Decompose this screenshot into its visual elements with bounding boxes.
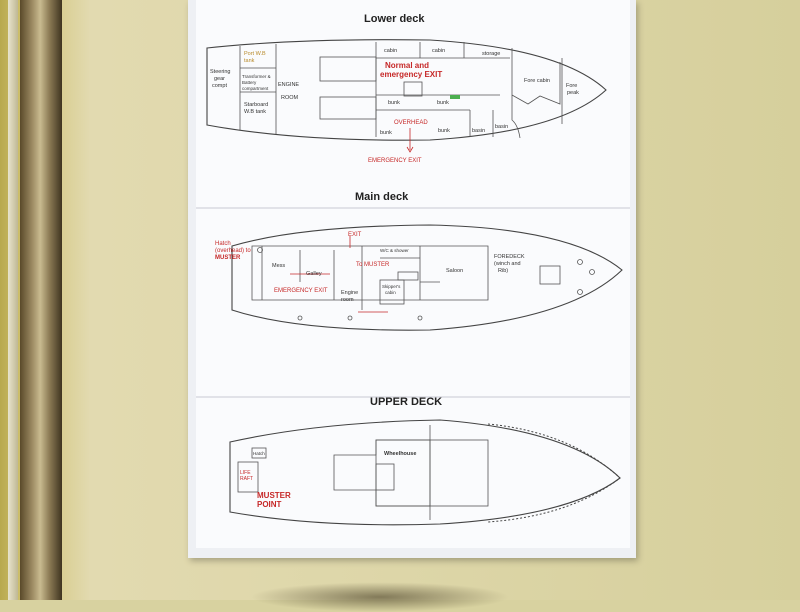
sheet-fold-2 <box>196 396 630 398</box>
lower-fore-peak-label-1: Fore <box>566 83 577 89</box>
lower-exit-label-1: Normal and <box>385 61 429 70</box>
lower-fore-peak-label-2: peak <box>567 90 579 96</box>
main-deck-plan: Main deck Hatch (overhead) to MUSTER EXI… <box>215 191 623 331</box>
lower-emergency-exit-label: EMERGENCY EXIT <box>368 158 422 164</box>
main-deck-hull <box>231 224 623 331</box>
lower-bunk-3-label: bunk <box>380 130 392 136</box>
lower-transformer-label-1: Transformer & <box>242 74 271 79</box>
upper-life-raft-label-1: LIFE <box>240 470 251 476</box>
main-foredeck-label-3: Rib) <box>498 268 508 274</box>
lower-transformer-label-2: Battery <box>242 80 257 85</box>
lower-deck-plan: Lower deck Steering gear compt Port W.B … <box>206 13 607 164</box>
upper-hatch-label: Hatch <box>253 451 265 456</box>
lower-bunk-2-label: bunk <box>437 100 449 106</box>
lower-exit-label-2: emergency EXIT <box>380 70 442 79</box>
lower-storage-label: storage <box>482 51 500 57</box>
lower-steering-label-1: Steering <box>210 69 231 75</box>
main-mess-label: Mess <box>272 263 285 269</box>
deck-plan-sheet <box>196 0 630 548</box>
lower-port-wb-label-1: Port W.B <box>244 51 266 57</box>
lower-bunk-1-label: bunk <box>388 100 400 106</box>
lower-deck-hull <box>206 39 607 141</box>
lower-starboard-wb-label-2: W.B tank <box>244 109 266 115</box>
upper-deck-title: UPPER DECK <box>370 396 442 408</box>
main-hatch-label-2: (overhead) to <box>215 248 251 254</box>
main-engine-room-label-2: room <box>341 297 354 303</box>
main-skippers-cabin-label-1: Skipper's <box>382 284 401 289</box>
lower-bunk-4-label: bunk <box>438 128 450 134</box>
main-exit-label: EXIT <box>348 232 362 238</box>
lower-steering-label-2: gear <box>214 76 225 82</box>
main-skippers-cabin-label-2: cabin <box>385 290 396 295</box>
main-engine-room-label-1: Engine <box>341 290 358 296</box>
lower-cabin-1-label: cabin <box>384 48 397 54</box>
main-foredeck-label-2: (winch and <box>494 261 521 267</box>
upper-wheelhouse-label: Wheelhouse <box>384 451 416 457</box>
lower-overhead-label: OVERHEAD <box>394 120 428 126</box>
lower-starboard-wb-label-1: Starboard <box>244 102 268 108</box>
lower-transformer-label-3: compartment <box>242 86 269 91</box>
lower-room-label: ROOM <box>281 95 299 101</box>
lower-steering-label-3: compt <box>212 83 227 89</box>
metal-conduit <box>20 0 62 600</box>
main-wc-shower-label: W/C & shower <box>380 248 409 253</box>
lower-fore-cabin-label: Fore cabin <box>524 78 550 84</box>
upper-deck-hull <box>229 419 621 526</box>
upper-muster-point-label-1: MUSTER <box>257 491 291 500</box>
lower-basin-2-label: basin <box>495 124 508 130</box>
main-to-muster-label: To MUSTER <box>356 262 390 268</box>
main-emergency-exit-label: EMERGENCY EXIT <box>274 288 328 294</box>
main-hatch-label-1: Hatch <box>215 241 231 247</box>
lower-engine-label: ENGINE <box>278 82 299 88</box>
main-deck-title: Main deck <box>355 191 409 203</box>
upper-life-raft-label-2: RAFT <box>240 476 253 482</box>
main-galley-label: Galley <box>306 271 322 277</box>
upper-muster-point-label-2: POINT <box>257 500 282 509</box>
lower-port-wb-label-2: tank <box>244 58 255 64</box>
sheet-fold-1 <box>196 207 630 209</box>
main-hatch-label-3: MUSTER <box>215 255 241 261</box>
main-saloon-label: Saloon <box>446 268 463 274</box>
lower-basin-1-label: basin <box>472 128 485 134</box>
wall-trim <box>8 0 18 600</box>
lower-deck-title: Lower deck <box>364 13 425 25</box>
main-foredeck-label-1: FOREDECK <box>494 254 525 260</box>
upper-deck-plan: UPPER DECK Hatch LIFE RAFT MUSTER POINT … <box>229 396 621 526</box>
lower-cabin-2-label: cabin <box>432 48 445 54</box>
